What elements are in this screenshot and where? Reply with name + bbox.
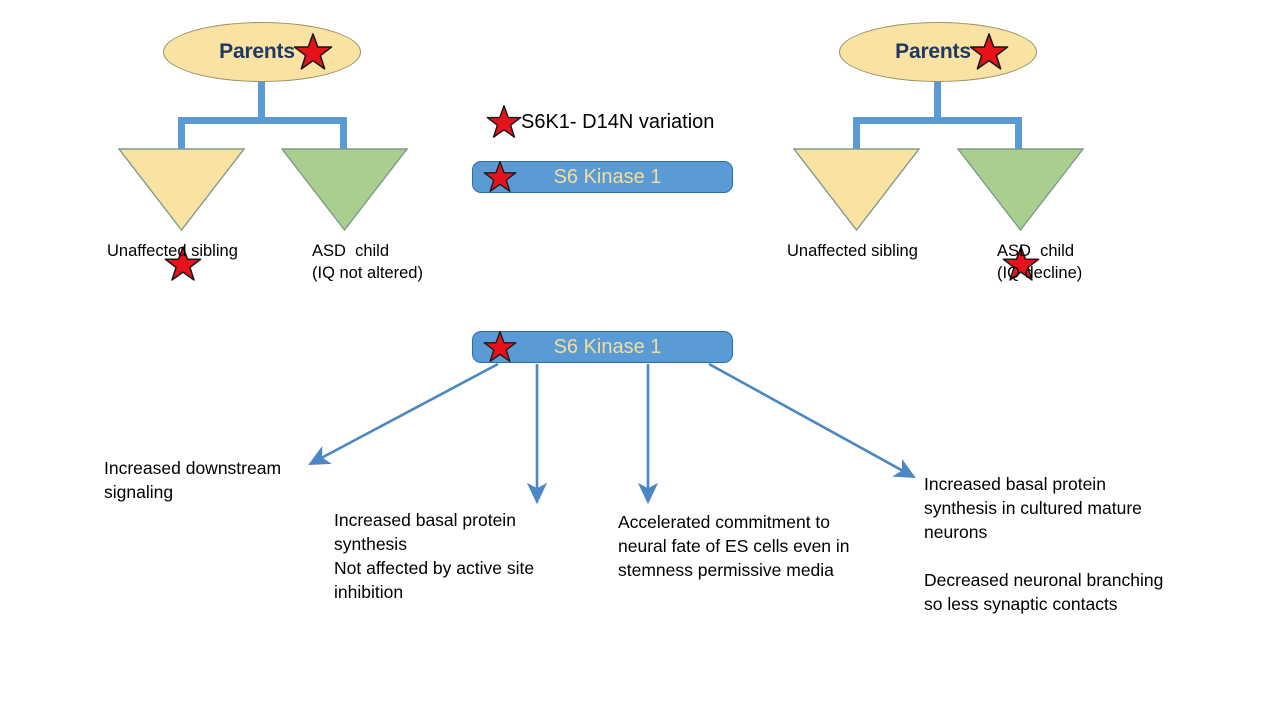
right-pedigree-connector-drop-1	[853, 117, 860, 152]
child-label-right-unaffected: Unaffected sibling	[787, 242, 918, 260]
child-node-right-asd[interactable]	[957, 148, 1084, 281]
left-pedigree-connector-stem	[258, 76, 265, 120]
outcome-downstream-signaling: Increased downstream signaling	[104, 458, 282, 502]
child-node-left-asd[interactable]	[281, 148, 408, 231]
right-pedigree-connector-bar	[853, 117, 1022, 124]
child-label-right-asd: ASD child (IQ decline)	[997, 242, 1083, 282]
s6-kinase-1-box-top[interactable]: S6 Kinase 1	[472, 161, 733, 193]
red-star-icon	[483, 160, 517, 194]
parents-label: Parents	[219, 40, 295, 63]
red-star-icon	[164, 245, 202, 283]
left-pedigree-connector-drop-1	[178, 117, 185, 152]
child-node-right-unaffected[interactable]	[793, 148, 920, 231]
red-star-icon	[969, 32, 1009, 72]
outcome-neural-fate-commitment: Accelerated commitment to neural fate of…	[618, 512, 850, 580]
parents-label: Parents	[895, 40, 971, 63]
child-label-left-unaffected: Unaffected sibling	[107, 242, 238, 260]
red-star-icon	[486, 104, 522, 140]
child-label-left-asd: ASD child (IQ not altered)	[312, 242, 423, 282]
left-pedigree-connector-drop-2	[340, 117, 347, 152]
outcome-neurons: Increased basal protein synthesis in cul…	[924, 474, 1164, 614]
left-pedigree-connector-bar	[178, 117, 347, 124]
child-node-left-unaffected[interactable]	[118, 148, 245, 281]
arrow-to-neurons	[708, 362, 916, 479]
s6-kinase-1-label-bottom: S6 Kinase 1	[553, 335, 662, 358]
red-star-icon	[293, 32, 333, 72]
arrow-to-downstream-signaling	[308, 362, 499, 466]
outcome-basal-protein-synthesis: Increased basal protein synthesis Not af…	[334, 510, 535, 602]
s6-kinase-1-label-top: S6 Kinase 1	[553, 165, 662, 188]
right-pedigree-connector-drop-2	[1015, 117, 1022, 152]
legend-label: S6K1- D14N variation	[521, 110, 715, 133]
red-star-icon	[1002, 245, 1040, 283]
right-pedigree-connector-stem	[934, 76, 941, 120]
s6-kinase-1-box-bottom[interactable]: S6 Kinase 1	[472, 331, 733, 363]
parents-node-right[interactable]: Parents	[839, 22, 1037, 82]
parents-node-left[interactable]: Parents	[163, 22, 361, 82]
red-star-icon	[483, 330, 517, 364]
legend: S6K1- D14N variation	[486, 104, 714, 140]
